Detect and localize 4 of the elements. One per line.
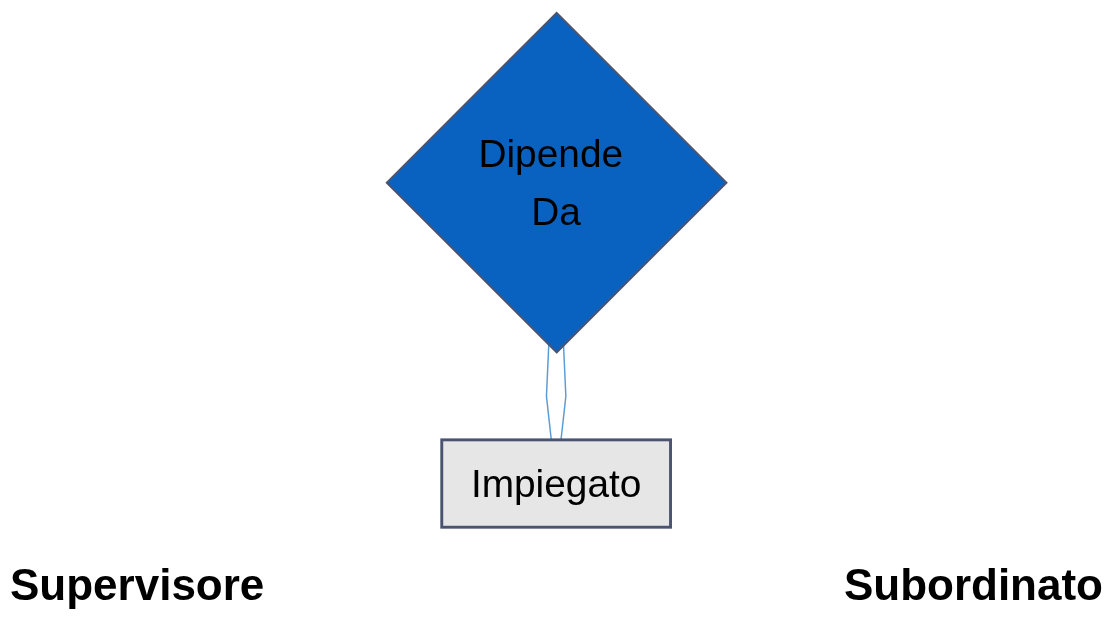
role-label: Subordinato [843,560,1103,610]
node-diamond: Dipende Da [385,11,728,354]
role-label: Supervisore [10,560,265,610]
node-box: Impiegato [440,438,672,529]
